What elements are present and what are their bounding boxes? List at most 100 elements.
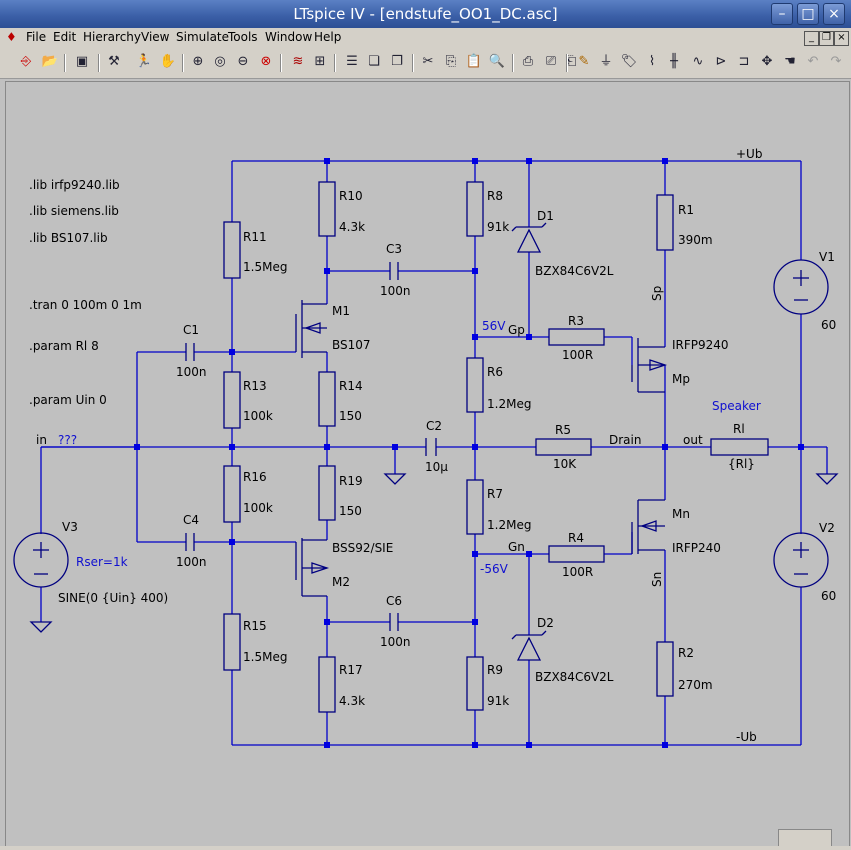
r2-name[interactable]: R2 [678,646,694,660]
minimize-button[interactable]: – [771,3,793,25]
close-button[interactable]: × [823,3,845,25]
zoom-in-icon[interactable]: ⊕ [192,54,204,69]
v1-value[interactable]: 60 [821,318,837,332]
r6-value[interactable]: 1.2Meg [487,397,532,411]
r7-value[interactable]: 1.2Meg [487,518,532,532]
menu-view[interactable]: View [141,30,170,44]
c4-name[interactable]: C4 [183,513,200,527]
r16-name[interactable]: R16 [243,470,267,484]
r5-value[interactable]: 10K [553,457,577,471]
r10-value[interactable]: 4.3k [339,220,366,234]
directive-param-rl[interactable]: .param Rl 8 [29,339,99,353]
v2-name[interactable]: V2 [819,521,835,535]
net-label-gn[interactable]: Gn [508,540,525,554]
r8-name[interactable]: R8 [487,189,503,203]
c6-value[interactable]: 100n [380,635,411,649]
diode-icon[interactable]: ⊳ [715,54,727,69]
net-label-speaker[interactable]: Speaker [712,399,761,413]
paste-icon[interactable]: 📋 [465,54,483,69]
open-icon[interactable]: 📂 [41,54,59,69]
mdi-close-icon[interactable]: × [834,31,849,46]
r4-value[interactable]: 100R [562,565,594,579]
find-icon[interactable]: 🔍 [488,54,506,69]
mp-value[interactable]: IRFP9240 [672,338,729,352]
r11-value[interactable]: 1.5Meg [243,260,288,274]
app-icon[interactable]: ♦ [6,30,17,44]
halt-icon[interactable]: ✋ [159,54,177,69]
directive-lib-irfp9240[interactable]: .lib irfp9240.lib [29,178,120,192]
r14-value[interactable]: 150 [339,409,362,423]
net-label-out[interactable]: out [683,433,703,447]
capacitor-icon[interactable]: ╫ [670,54,678,69]
d2-name[interactable]: D2 [537,616,554,630]
control-panel-icon[interactable]: ⚒ [108,54,120,69]
r9-value[interactable]: 91k [487,694,510,708]
v1-name[interactable]: V1 [819,250,835,264]
run-icon[interactable]: 🏃 [135,54,153,69]
mn-name[interactable]: Mn [672,507,690,521]
undo-icon[interactable]: ↶ [807,54,819,69]
r19-value[interactable]: 150 [339,504,362,518]
m2-value[interactable]: BSS92/SIE [332,541,394,555]
mdi-minimize-icon[interactable]: _ [804,31,819,46]
m1-name[interactable]: M1 [332,304,350,318]
v3-value[interactable]: SINE(0 {Uin} 400) [58,591,169,605]
menu-file[interactable]: File [26,30,47,44]
menu-simulate[interactable]: Simulate [176,30,230,44]
d1-name[interactable]: D1 [537,209,554,223]
r3-name[interactable]: R3 [568,314,584,328]
save-icon[interactable]: ▣ [75,54,89,69]
r1-value[interactable]: 390m [678,233,713,247]
mdi-restore-icon[interactable]: ❐ [819,31,834,46]
net-label-neg-rail[interactable]: -Ub [736,730,757,744]
schematic-canvas[interactable]: .lib irfp9240.lib .lib siemens.lib .lib … [5,81,850,847]
r7-name[interactable]: R7 [487,487,503,501]
d1-value[interactable]: BZX84C6V2L [535,264,614,278]
inductor-icon[interactable]: ∿ [692,54,704,69]
v2-value[interactable]: 60 [821,589,837,603]
m2-name[interactable]: M2 [332,575,350,589]
m1-value[interactable]: BS107 [332,338,371,352]
rl-value[interactable]: {Rl} [728,457,755,471]
redo-icon[interactable]: ↷ [830,54,842,69]
cut-icon[interactable]: ✂ [422,54,434,69]
menu-edit[interactable]: Edit [53,30,77,44]
rl-name[interactable]: Rl [733,422,745,436]
directive-lib-bs107[interactable]: .lib BS107.lib [29,231,108,245]
c4-value[interactable]: 100n [176,555,207,569]
r3-value[interactable]: 100R [562,348,594,362]
new-schematic-icon[interactable]: ⎆ [20,54,32,69]
cascade-windows-icon[interactable]: ❏ [368,54,380,69]
view-grid-icon[interactable]: ⊞ [314,54,326,69]
c1-value[interactable]: 100n [176,365,207,379]
r4-name[interactable]: R4 [568,531,584,545]
r17-name[interactable]: R17 [339,663,363,677]
component-icon[interactable]: ⊐ [738,54,750,69]
net-label-gp[interactable]: Gp [508,323,525,337]
ground-icon[interactable]: ⏚ [599,54,613,69]
tile-windows-icon[interactable]: ☰ [346,54,358,69]
zoom-out-icon[interactable]: ⊖ [237,54,249,69]
print-icon[interactable]: ⎙ [522,54,534,69]
menu-help[interactable]: Help [314,30,342,44]
c2-value[interactable]: 10µ [425,460,448,474]
drag-icon[interactable]: ☚ [784,54,796,69]
pan-icon[interactable]: ◎ [214,54,226,69]
net-label-sn[interactable]: Sn [650,571,664,587]
r2-value[interactable]: 270m [678,678,713,692]
v3-rser[interactable]: Rser=1k [76,555,128,569]
resistor-icon[interactable]: ⌇ [648,54,656,69]
r15-value[interactable]: 1.5Meg [243,650,288,664]
r6-name[interactable]: R6 [487,365,503,379]
r5-name[interactable]: R5 [555,423,571,437]
print-setup-icon[interactable]: ⎗ [565,54,577,69]
r19-name[interactable]: R19 [339,474,363,488]
maximize-button[interactable]: □ [797,3,819,25]
r17-value[interactable]: 4.3k [339,694,366,708]
menu-tools[interactable]: Tools [228,30,258,44]
c3-name[interactable]: C3 [386,242,403,256]
d2-value[interactable]: BZX84C6V2L [535,670,614,684]
r8-value[interactable]: 91k [487,220,510,234]
r13-name[interactable]: R13 [243,379,267,393]
directive-lib-siemens[interactable]: .lib siemens.lib [29,204,119,218]
